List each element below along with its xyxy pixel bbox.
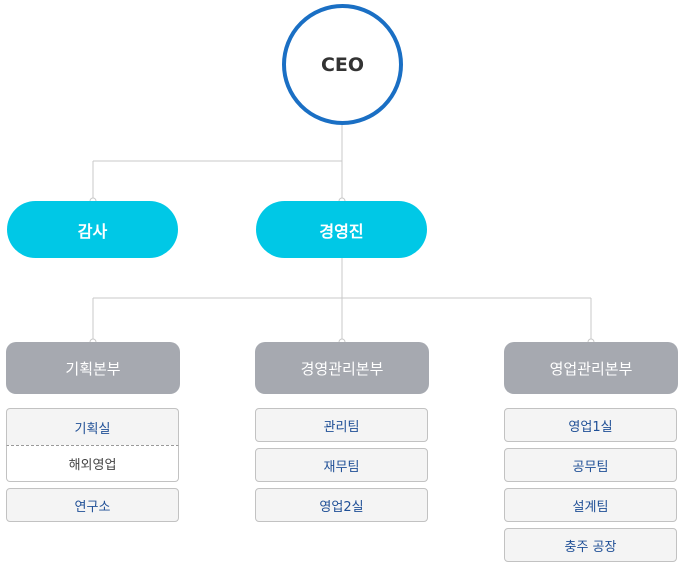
dept-label: 연구소 [74, 499, 111, 515]
dept-label: 영업2실 [319, 499, 364, 515]
division-label: 경영관리본부 [300, 359, 384, 378]
dept-chungju-factory: 충주 공장 [504, 528, 677, 562]
division-planning: 기획본부 [6, 342, 180, 394]
dept-research-lab: 연구소 [6, 488, 179, 522]
dept-label: 설계팀 [572, 499, 609, 515]
dept-label: 관리팀 [323, 419, 360, 435]
dept-label: 해외영업 [68, 458, 117, 473]
dept-finance-team: 재무팀 [255, 448, 428, 482]
division-sales: 영업관리본부 [504, 342, 678, 394]
dept-label: 기획실 [74, 421, 111, 437]
dept-sales-office-1: 영업1실 [504, 408, 677, 442]
dept-planning-office: 기획실 [6, 408, 179, 445]
dept-label: 공무팀 [572, 459, 609, 475]
dept-sales-office-2: 영업2실 [255, 488, 428, 522]
division-label: 기획본부 [65, 359, 121, 378]
dept-label: 영업1실 [568, 419, 613, 435]
audit-node: 감사 [7, 201, 178, 258]
division-label: 영업관리본부 [549, 359, 633, 378]
dept-construction-team: 공무팀 [504, 448, 677, 482]
dept-management-team: 관리팀 [255, 408, 428, 442]
dept-label: 충주 공장 [564, 539, 617, 555]
management-node: 경영진 [256, 201, 427, 258]
dept-design-team: 설계팀 [504, 488, 677, 522]
dept-overseas-sales: 해외영업 [6, 445, 179, 482]
division-admin: 경영관리본부 [255, 342, 429, 394]
audit-label: 감사 [77, 221, 108, 241]
management-label: 경영진 [319, 221, 364, 241]
dept-label: 재무팀 [323, 459, 360, 475]
ceo-label: CEO [320, 53, 365, 76]
ceo-node: CEO [282, 4, 403, 125]
